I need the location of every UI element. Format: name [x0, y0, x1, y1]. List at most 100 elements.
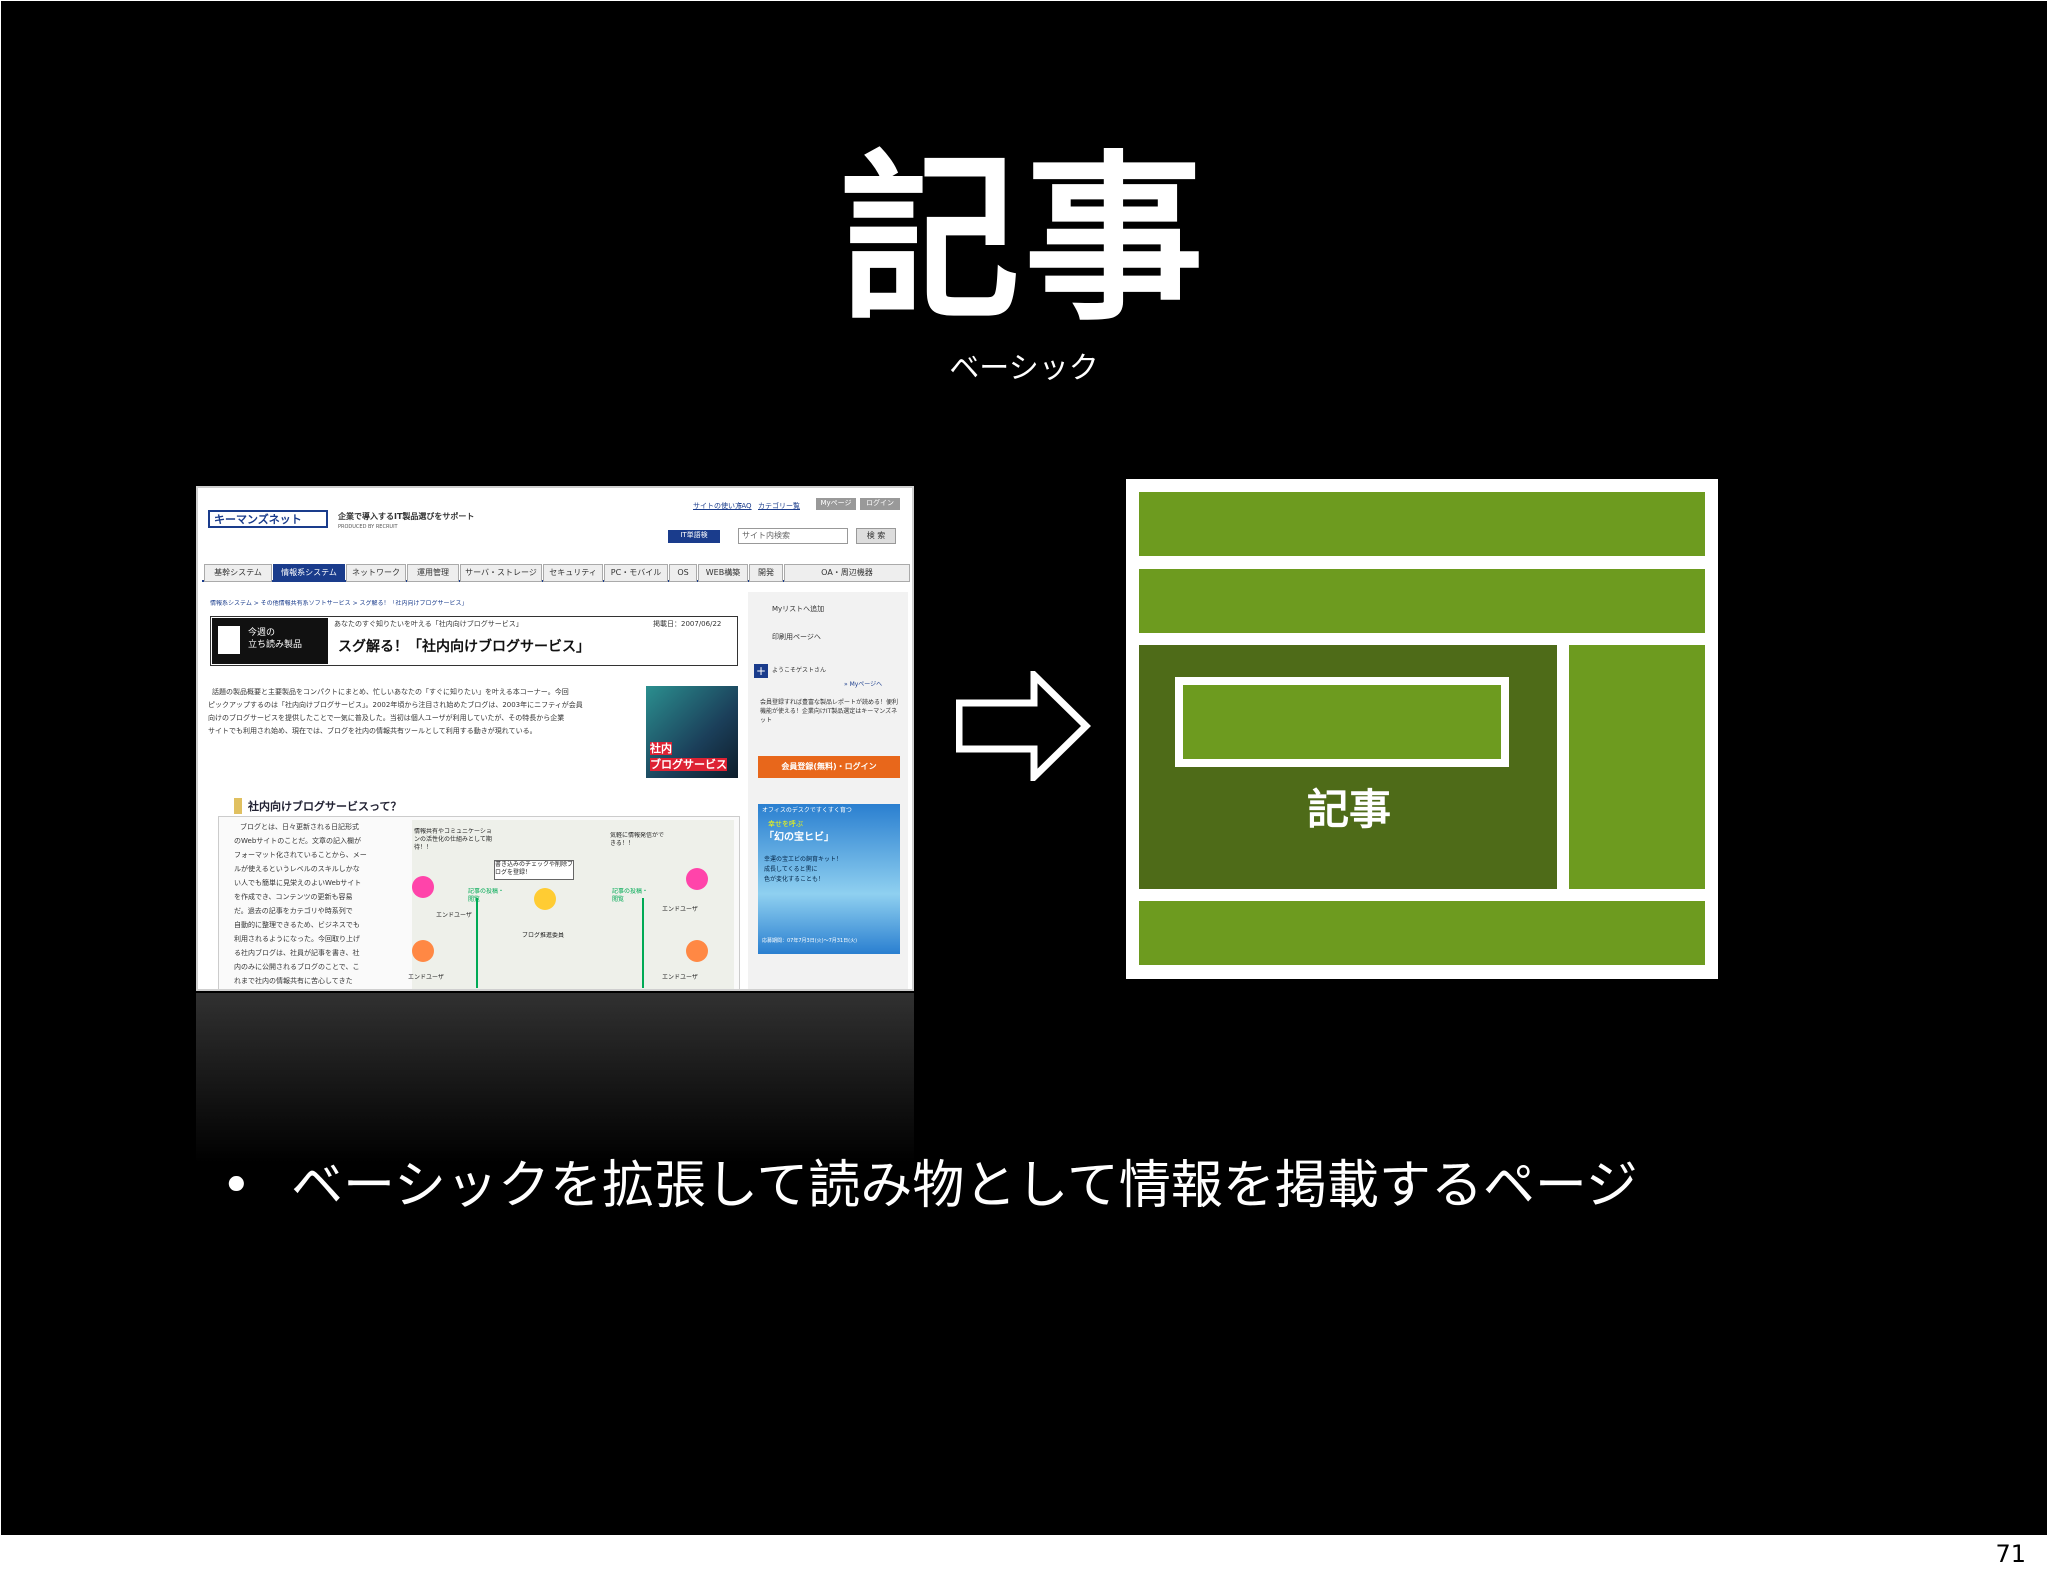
- weekly-badge: 今週の 立ち読み製品: [212, 618, 328, 664]
- screenshot-reflection: [196, 993, 914, 1163]
- weekly-badge-line1: 今週の: [248, 628, 276, 638]
- person-icon: [412, 876, 434, 898]
- it-word-button[interactable]: IT単語検: [668, 530, 720, 543]
- ad-banner[interactable]: オフィスのデスクですくすく育つ 幸せを呼ぶ 「幻の宝ヒビ」 幸運の宝エビの飼育キ…: [758, 804, 900, 954]
- body-line: れまで社内の情報共有に苦心してきた: [234, 977, 353, 985]
- diagram-label: ブログ推進委員: [522, 932, 565, 939]
- body-line: る社内ブログは、社員が記事を書き、社: [234, 949, 360, 957]
- body-line: を作成でき、コンテンツの更新も容易: [234, 893, 353, 901]
- body-line: ルが使えるというレベルのスキルしかな: [234, 865, 360, 873]
- body-line: 自動的に整理できるため、ビジネスでも: [234, 921, 360, 929]
- body-line: い人でも簡単に見栄えのよいWebサイト: [234, 879, 362, 887]
- guest-text: ようこそゲストさん: [772, 667, 827, 674]
- bullet-text: ベーシックを拡張して読み物として情報を掲載するページ: [291, 1156, 1638, 1216]
- top-link-guide[interactable]: サイトの使い方: [693, 502, 742, 510]
- nav-tab-8[interactable]: WEB構築: [698, 564, 748, 582]
- top-link-faq[interactable]: FAQ: [738, 502, 752, 510]
- ad-line: 色が変化することも！: [764, 876, 825, 883]
- ad-heading: オフィスのデスクですくすく育つ: [762, 807, 852, 814]
- bullet-dot: •: [221, 1156, 252, 1216]
- photo-caption-2: ブログサービス: [650, 758, 727, 771]
- login-top-button[interactable]: ログイン: [860, 498, 900, 510]
- body-line: フォーマット化されていることから、メー: [234, 851, 367, 859]
- diagram-label: エンドユーザ: [408, 974, 444, 981]
- mypage-button[interactable]: Myページ: [816, 498, 856, 510]
- intro-line: 向けのブログサービスを提供したことで一気に普及した。当初は個人ユーザが利用してい…: [208, 714, 565, 722]
- my-page-link[interactable]: » Myページへ: [844, 681, 883, 688]
- section-heading: 社内向けブログサービスって？: [248, 800, 402, 813]
- slide: 記事 ベーシック キーマンズネット 企業で導入するIT製品選びをサポート PRO…: [1, 1, 2047, 1535]
- wireframe-nav: [1139, 569, 1705, 633]
- ad-sub: 幸せを呼ぶ: [768, 820, 803, 828]
- ad-line: 幸運の宝エビの飼育キット！: [764, 856, 843, 863]
- wireframe-sidebar: [1569, 645, 1705, 889]
- person-icon: [686, 868, 708, 890]
- article-layout-wireframe: 記事: [1126, 479, 1718, 979]
- nav-tab-1[interactable]: 情報系システム: [273, 564, 345, 582]
- print-page-link[interactable]: 印刷用ページへ: [772, 633, 821, 641]
- article-lead: あなたのすぐ知りたいを叶える「社内向けブログサービス」: [334, 620, 523, 628]
- diagram-label: エンドユーザ: [436, 912, 472, 919]
- diagram-label: 記事の投稿・閲覧: [612, 888, 649, 903]
- slide-subtitle: ベーシック: [949, 351, 1099, 386]
- bullet-point: • ベーシックを拡張して読み物として情報を掲載するページ: [221, 1151, 1638, 1221]
- nav-tab-4[interactable]: サーバ・ストレージ: [460, 564, 542, 582]
- nav-tab-0[interactable]: 基幹システム: [204, 564, 272, 582]
- ad-footer: 応募期間：07年7月3日(火)〜7月31日(火): [762, 938, 858, 944]
- nav-tab-7[interactable]: OS: [669, 564, 697, 582]
- article-photo: 社内 ブログサービス: [646, 686, 738, 778]
- person-icon: [686, 940, 708, 962]
- ad-title: 「幻の宝ヒビ」: [764, 832, 834, 843]
- website-screenshot: キーマンズネット 企業で導入するIT製品選びをサポート PRODUCED BY …: [196, 486, 914, 991]
- diagram-note-1: 情報共有やコミュニケーションの活性化の仕組みとして期待！！: [414, 828, 492, 851]
- produced-by: PRODUCED BY RECRUIT: [338, 524, 398, 530]
- diagram-note-3: 書き込みのチェックや削除ブログを登録！: [494, 860, 574, 880]
- nav-tab-3[interactable]: 運用管理: [407, 564, 459, 582]
- article-header: [210, 616, 738, 666]
- diagram-label: エンドユーザ: [662, 906, 698, 913]
- diagram-arrow-line: [476, 898, 478, 988]
- page-number: 71: [1995, 1540, 2026, 1568]
- person-icon: [412, 940, 434, 962]
- breadcrumb[interactable]: 情報系システム > その他情報共有系ソフトサービス > スグ解る！「社内向けブロ…: [210, 600, 468, 607]
- right-arrow-icon: [956, 671, 1091, 781]
- search-placeholder: サイト内検索: [742, 531, 790, 540]
- intro-line: ピックアップするのは「社内向けブログサービス」。2002年頃から注目され始めたブ…: [208, 701, 583, 709]
- nav-tab-2[interactable]: ネットワーク: [346, 564, 406, 582]
- top-link-category[interactable]: カテゴリー覧: [758, 502, 800, 510]
- site-logo: キーマンズネット: [208, 510, 328, 528]
- nav-tab-9[interactable]: 開発: [749, 564, 783, 582]
- member-text: 会員登録すれば豊富な製品レポートが読める！便利機能が使える！企業向けIT製品選定…: [760, 699, 899, 724]
- nav-tab-5[interactable]: セキュリティ: [543, 564, 603, 582]
- intro-line: サイトでも利用され始め、現在では、ブログを社内の情報共有ツールとして利用する動き…: [208, 727, 537, 735]
- body-line: 利用されるようになった。今回取り上げ: [234, 935, 360, 943]
- site-search-input[interactable]: サイト内検索: [738, 528, 848, 544]
- wireframe-main-article: 記事: [1139, 645, 1557, 889]
- article-title: スグ解る！「社内向けブログサービス」: [338, 639, 590, 655]
- body-line: だ。過去の記事をカテゴリや時系列で: [234, 907, 353, 915]
- site-search-button[interactable]: 検 索: [856, 528, 896, 544]
- intro-line: 話題の製品概要と主要製品をコンパクトにまとめ、忙しいあなたの「すぐに知りたい」を…: [212, 688, 569, 696]
- diagram-arrow-line: [642, 898, 644, 988]
- wireframe-article-title-box: [1175, 677, 1509, 767]
- wireframe-article-label: 記事: [1307, 785, 1392, 834]
- person-icon: [534, 888, 556, 910]
- blog-diagram: [412, 820, 734, 989]
- nav-tab-6[interactable]: PC・モバイル: [604, 564, 668, 582]
- body-line: ブログとは、日々更新される日記形式: [240, 823, 359, 831]
- nav-tab-10[interactable]: OA・周辺機器: [784, 564, 910, 582]
- weekly-badge-line2: 立ち読み製品: [248, 640, 303, 650]
- diagram-label: エンドユーザ: [662, 974, 698, 981]
- diagram-label: 記事の投稿・閲覧: [468, 888, 505, 903]
- diagram-note-2: 気軽に情報発信ができる！！: [610, 832, 665, 847]
- plus-icon: +: [754, 664, 768, 678]
- wireframe-header: [1139, 492, 1705, 556]
- login-button[interactable]: 会員登録(無料)・ログイン: [758, 756, 900, 778]
- site-tagline: 企業で導入するIT製品選びをサポート: [338, 512, 475, 521]
- my-list-link[interactable]: Myリストへ追加: [772, 605, 825, 613]
- wireframe-footer: [1139, 901, 1705, 965]
- body-line: のWebサイトのことだ。文章の記入欄が: [234, 837, 362, 845]
- book-icon: [218, 626, 240, 654]
- slide-title: 記事: [839, 136, 1208, 345]
- article-date: 掲載日：2007/06/22: [653, 620, 722, 628]
